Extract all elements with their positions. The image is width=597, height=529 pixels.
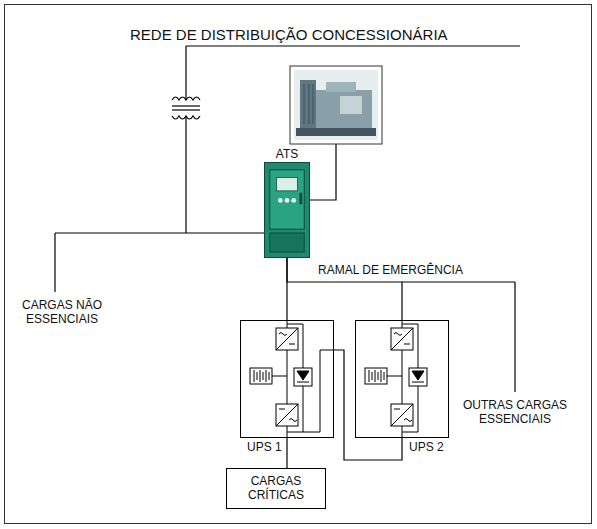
- ups-internals: [365, 320, 427, 438]
- ups-box: UPS 1: [240, 320, 334, 438]
- box-label: UPS 2: [409, 440, 444, 454]
- utility-label: REDE DE DISTRIBUIÇÃO CONCESSIONÁRIA: [130, 26, 448, 44]
- wire: [185, 116, 186, 233]
- connector: [286, 438, 287, 468]
- load-box: CARGAS CRÍTICAS: [226, 468, 326, 509]
- generator-wire: [310, 144, 336, 200]
- generator-picture: [290, 66, 382, 144]
- wire: [185, 96, 186, 100]
- utility-drop: [185, 46, 186, 96]
- box-label: CARGAS CRÍTICAS: [241, 474, 311, 503]
- load-label: OUTRAS CARGAS ESSENCIAIS: [460, 398, 570, 427]
- utility-line: [186, 45, 520, 46]
- box-label: ATS: [276, 147, 298, 161]
- ups-box: UPS 2: [355, 320, 449, 438]
- bus-label: RAMAL DE EMERGÊNCIA: [318, 263, 463, 277]
- emergency-bus: [402, 281, 515, 282]
- frame: [5, 5, 592, 524]
- transformer-symbol: [172, 97, 200, 119]
- wire: [514, 282, 515, 392]
- ups-internals: [250, 320, 334, 438]
- wire: [55, 232, 264, 233]
- box-label: UPS 1: [247, 440, 282, 454]
- load-label: CARGAS NÃO ESSENCIAIS: [12, 298, 112, 327]
- wire: [54, 233, 55, 292]
- ats-cabinet: ATS: [264, 162, 310, 258]
- ats-detail: [265, 163, 309, 257]
